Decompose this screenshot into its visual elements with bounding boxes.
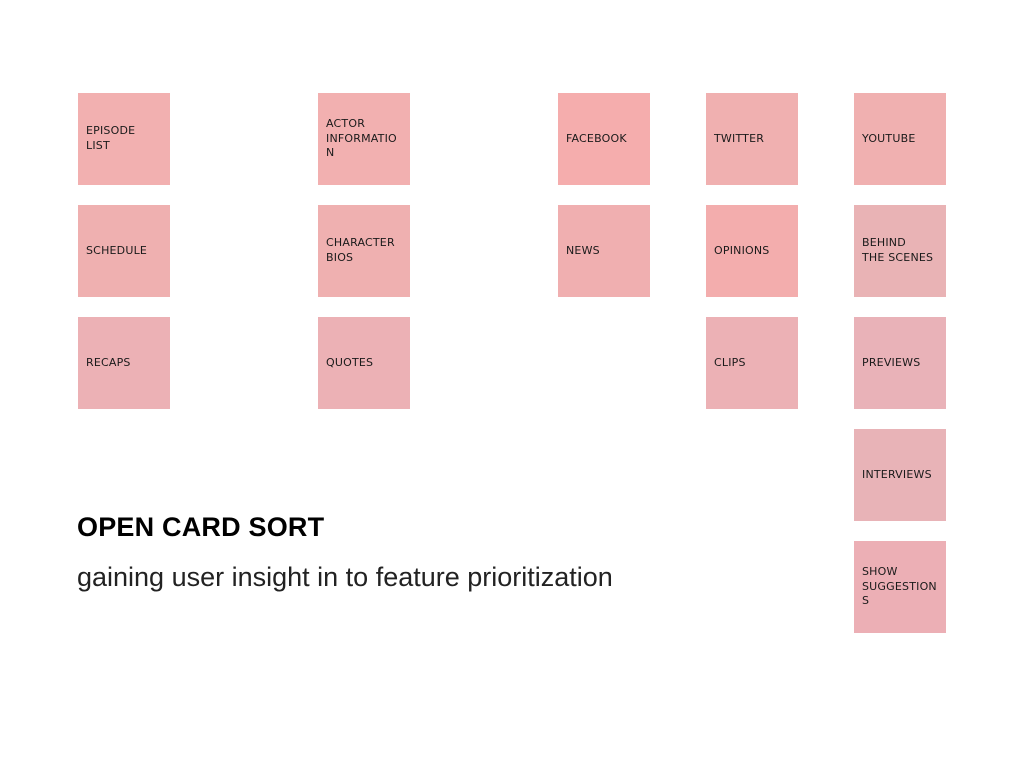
card-news[interactable]: NEWS bbox=[558, 205, 650, 297]
card-label: NEWS bbox=[566, 243, 600, 257]
card-youtube[interactable]: YOUTUBE bbox=[854, 93, 946, 185]
card-label: ACTOR INFORMATION bbox=[326, 116, 397, 160]
card-interviews[interactable]: INTERVIEWS bbox=[854, 429, 946, 521]
card-label: BEHIND THE SCENES bbox=[862, 236, 934, 264]
card-facebook[interactable]: FACEBOOK bbox=[558, 93, 650, 185]
card-character-bios[interactable]: CHARACTER BIOS bbox=[318, 205, 410, 297]
card-label: INTERVIEWS bbox=[862, 467, 932, 481]
card-label: RECAPS bbox=[86, 355, 131, 369]
card-behind-the-scenes[interactable]: BEHIND THE SCENES bbox=[854, 205, 946, 297]
card-episode-list[interactable]: EPISODE LIST bbox=[78, 93, 170, 185]
card-label: OPINIONS bbox=[714, 243, 770, 257]
card-label: CHARACTER BIOS bbox=[326, 236, 395, 264]
card-recaps[interactable]: RECAPS bbox=[78, 317, 170, 409]
card-clips[interactable]: CLIPS bbox=[706, 317, 798, 409]
card-schedule[interactable]: SCHEDULE bbox=[78, 205, 170, 297]
card-previews[interactable]: PREVIEWS bbox=[854, 317, 946, 409]
card-label: TWITTER bbox=[714, 131, 765, 145]
page-title: OPEN CARD SORT bbox=[77, 512, 325, 542]
page-subtitle: gaining user insight in to feature prior… bbox=[77, 562, 613, 592]
card-label: YOUTUBE bbox=[862, 131, 916, 145]
card-twitter[interactable]: TWITTER bbox=[706, 93, 798, 185]
card-label: EPISODE LIST bbox=[86, 124, 136, 152]
card-label: SCHEDULE bbox=[86, 243, 148, 257]
card-show-suggestions[interactable]: SHOW SUGGESTIONS bbox=[854, 541, 946, 633]
card-label: CLIPS bbox=[714, 355, 746, 369]
card-label: PREVIEWS bbox=[862, 355, 921, 369]
card-label: QUOTES bbox=[326, 355, 374, 369]
card-opinions[interactable]: OPINIONS bbox=[706, 205, 798, 297]
card-label: FACEBOOK bbox=[566, 131, 627, 145]
card-quotes[interactable]: QUOTES bbox=[318, 317, 410, 409]
card-actor-information[interactable]: ACTOR INFORMATION bbox=[318, 93, 410, 185]
card-label: SHOW SUGGESTIONS bbox=[862, 564, 937, 608]
